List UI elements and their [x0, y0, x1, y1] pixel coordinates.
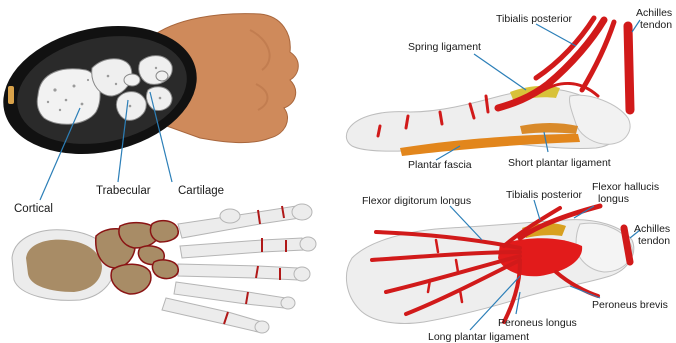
cuneiform-3: [152, 260, 178, 279]
achilles-top-label-line2: tendon: [640, 19, 672, 31]
cuboid-bone: [111, 264, 151, 294]
medial-view-ligaments: [346, 18, 640, 160]
achilles-top-label-line1: Achilles: [636, 7, 672, 19]
toe-tip-4: [281, 297, 295, 309]
spring-ligament-pointer: [474, 54, 526, 90]
metatarsal-1: [178, 206, 300, 238]
tibialis-posterior-bottom-pointer: [534, 200, 540, 220]
toe-tip-1: [292, 204, 312, 220]
foot-skeleton-top-view: [12, 204, 316, 333]
ct-bone-small: [124, 74, 140, 86]
cartilage-label: Cartilage: [178, 185, 224, 197]
sesamoid: [220, 209, 240, 223]
achilles-top-pointer: [632, 20, 640, 32]
short-plantar-ligament-band: [520, 123, 578, 134]
peroneus-brevis-label: Peroneus brevis: [592, 299, 668, 311]
toe-tip-2: [300, 237, 316, 251]
flexor-hallucis-label-line1: Flexor hallucis: [592, 181, 659, 193]
short-plantar-ligament-label: Short plantar ligament: [508, 157, 611, 169]
achilles-bottom-label-line1: Achilles: [634, 223, 670, 235]
peroneus-longus-label: Peroneus longus: [498, 317, 577, 329]
tibialis-posterior-bottom-label: Tibialis posterior: [506, 189, 583, 201]
ct-bone-small: [156, 71, 168, 81]
cuneiform-1: [150, 221, 178, 242]
flexor-digitorum-longus-label: Flexor digitorum longus: [362, 195, 471, 207]
plantar-fascia-label: Plantar fascia: [408, 159, 472, 171]
ct-marker-tab: [8, 86, 14, 104]
achilles-tendon-top: [628, 26, 630, 110]
flexor-hallucis-label-line2: longus: [598, 193, 629, 205]
trabecular-label: Trabecular: [96, 185, 151, 197]
achilles-bottom-label-line2: tendon: [638, 235, 670, 247]
ct-bone-cuboid: [139, 56, 172, 85]
cortical-label: Cortical: [14, 203, 53, 215]
toe-tip-3: [294, 267, 310, 281]
tibialis-posterior-top-label: Tibialis posterior: [496, 13, 573, 25]
peroneus-brevis-pointer: [570, 286, 600, 298]
spring-ligament-label: Spring ligament: [408, 41, 481, 53]
long-plantar-ligament-label: Long plantar ligament: [428, 331, 529, 343]
toe-tip-5: [255, 321, 269, 333]
ct-bone-calcaneus: [37, 69, 100, 124]
tibialis-posterior-top-pointer: [536, 24, 576, 46]
ct-cross-section-panel: [0, 9, 298, 200]
